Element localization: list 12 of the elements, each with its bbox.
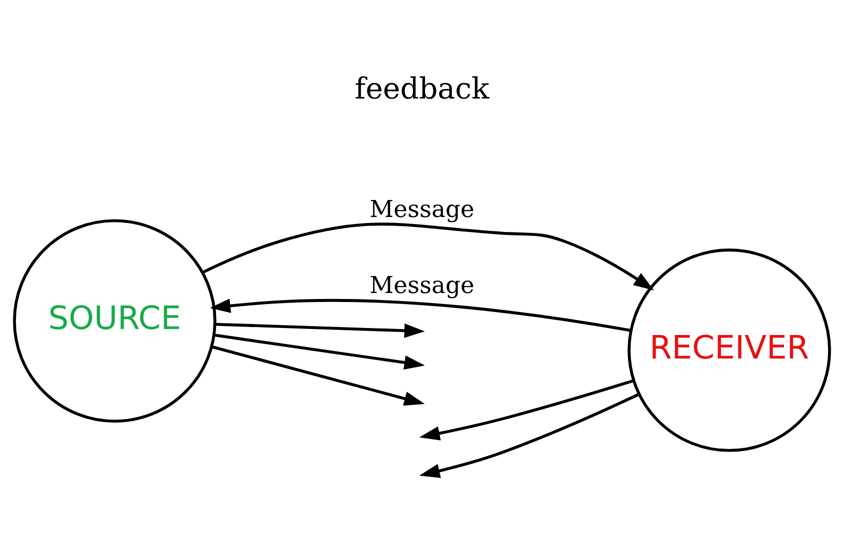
arrow: [419, 378, 634, 440]
arrow: [211, 344, 425, 406]
node-circle: RECEIVER: [628, 248, 832, 452]
edge-label: Message: [370, 270, 474, 298]
arrow: [210, 298, 631, 332]
node-circle: SOURCE: [12, 218, 216, 422]
arrow: [202, 222, 654, 290]
arrow: [214, 333, 425, 370]
arrow: [214, 322, 425, 338]
arrow: [419, 392, 640, 478]
label: feedback: [354, 71, 490, 106]
edge-label: Message: [370, 194, 474, 222]
